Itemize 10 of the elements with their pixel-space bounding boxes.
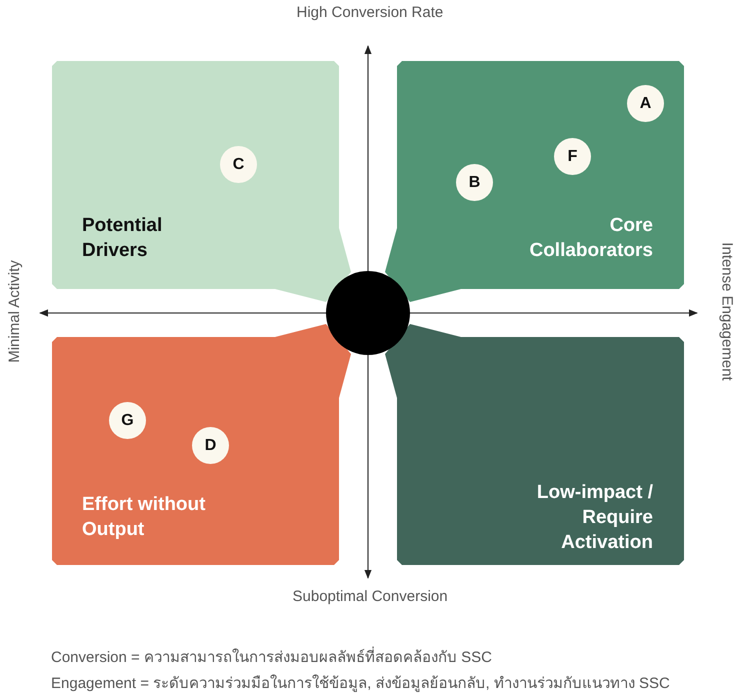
definition-note: Engagement = ระดับความร่วมมือในการใช้ข้อมูล, ส่งข้อมูลย้อนกลับ, ทำงานร่วมกับแนวทาง SSC xyxy=(51,674,670,694)
definition-note: Conversion = ความสามารถในการส่งมอบผลลัพธ์ที่สอดคล้องกับ SSC xyxy=(51,645,492,669)
quadrant-title: Core Collaborators xyxy=(528,214,653,263)
axis-label: Minimal Activity xyxy=(5,260,22,362)
axis-label: High Conversion Rate xyxy=(296,4,444,21)
axis-label: Suboptimal Conversion xyxy=(292,588,448,605)
axis-label: Intense Engagement xyxy=(718,242,736,380)
quadrant-title: Low-impact / Require Activation xyxy=(536,481,653,555)
quadrant-title: Effort without Output xyxy=(82,493,206,542)
quadrant-title: Potential Drivers xyxy=(82,214,164,263)
